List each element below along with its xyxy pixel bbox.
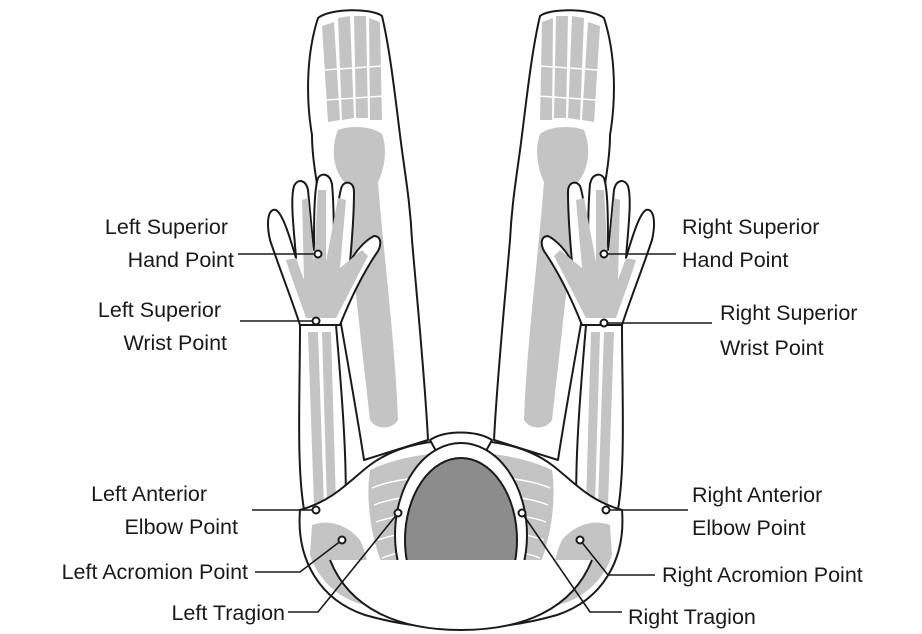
point-right-superior-hand — [601, 251, 608, 258]
label-right-anterior-elbow: Right Anterior Elbow Point — [692, 483, 828, 540]
point-right-tragion — [519, 510, 526, 517]
label-left-superior-wrist: Left Superior Wrist Point — [98, 298, 227, 355]
label-right-superior-wrist: Right Superior Wrist Point — [720, 301, 863, 360]
label-right-tragion: Right Tragion — [628, 605, 756, 629]
label-left-acromion: Left Acromion Point — [62, 560, 248, 584]
point-left-anterior-elbow — [313, 507, 320, 514]
point-right-acromion — [577, 537, 584, 544]
point-left-tragion — [395, 510, 402, 517]
label-right-superior-hand: Right Superior Hand Point — [682, 215, 825, 272]
point-right-anterior-elbow — [603, 507, 610, 514]
point-left-superior-wrist — [313, 318, 320, 325]
label-left-superior-hand: Left Superior Hand Point — [105, 215, 234, 272]
label-left-anterior-elbow: Left Anterior Elbow Point — [91, 482, 238, 539]
pelvis-outline — [330, 560, 592, 630]
label-right-acromion: Right Acromion Point — [662, 563, 863, 587]
point-left-superior-hand — [315, 251, 322, 258]
label-left-tragion: Left Tragion — [171, 601, 285, 625]
point-left-acromion — [339, 537, 346, 544]
point-right-superior-wrist — [601, 320, 608, 327]
